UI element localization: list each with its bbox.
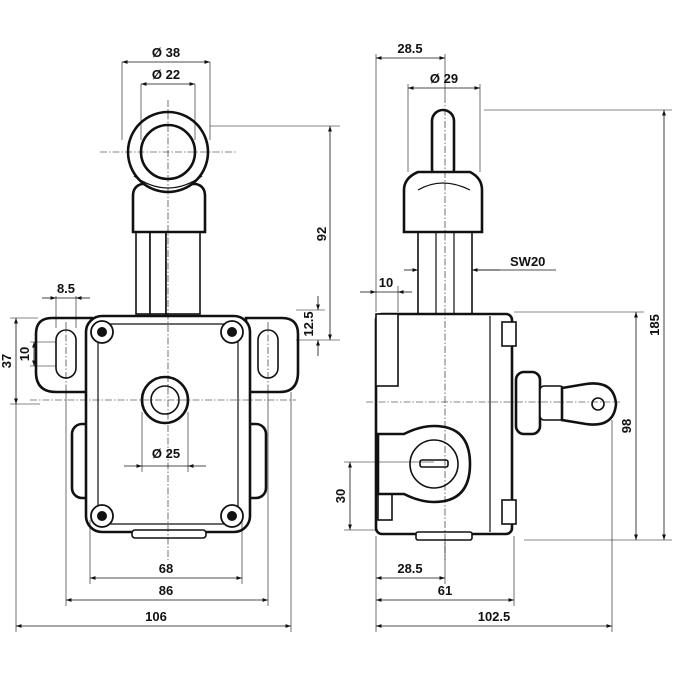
key-icon — [560, 382, 618, 426]
dim-axis-depth: 61 — [438, 583, 452, 598]
dim-flange: 10 — [379, 275, 393, 290]
dim-wrench-size: SW20 — [510, 254, 545, 269]
front-view: Ø 38 Ø 22 92 12.5 8.5 10 37 — [0, 45, 340, 632]
dim-hole-spacing: 68 — [159, 561, 173, 576]
ring-neck — [131, 182, 207, 234]
dim-slot-span: 37 — [0, 354, 14, 368]
knob-top — [430, 108, 456, 182]
screw-icon — [97, 511, 107, 521]
dim-total-height: 185 — [647, 314, 662, 336]
side-bottom-gland — [415, 531, 473, 541]
dim-ring-inner: Ø 22 — [152, 67, 180, 82]
dim-body-width: 86 — [159, 583, 173, 598]
dim-plunger-height: 92 — [314, 227, 329, 241]
bottom-gland — [131, 529, 207, 539]
dim-button-diameter: Ø 25 — [152, 446, 180, 461]
key-hole — [591, 397, 605, 411]
dim-slot-length: 10 — [17, 347, 32, 361]
dim-slot-width: 8.5 — [57, 281, 75, 296]
dim-total-depth: 102.5 — [478, 609, 511, 624]
dim-total-width: 106 — [145, 609, 167, 624]
screw-icon — [97, 327, 107, 337]
side-view: 28.5 Ø 29 SW20 10 185 98 30 28 — [333, 41, 672, 632]
dim-cutout-offset: 28.5 — [397, 561, 422, 576]
dim-ring-outer: Ø 38 — [152, 45, 180, 60]
screw-icon — [227, 511, 237, 521]
housing-lid — [97, 323, 239, 525]
knob-collar — [417, 182, 471, 191]
plunger-rod-left — [135, 229, 151, 315]
key-shaft — [539, 385, 565, 421]
dial-slot — [419, 459, 449, 468]
side-right-bottom — [501, 499, 517, 525]
dim-top-offset: 28.5 — [397, 41, 422, 56]
side-flange — [375, 313, 399, 387]
screw-icon — [227, 327, 237, 337]
side-right-top — [501, 321, 517, 347]
dim-offset: 12.5 — [301, 311, 316, 336]
key-cylinder — [514, 370, 542, 436]
knob-head — [402, 170, 484, 234]
dim-knob-diameter: Ø 29 — [430, 71, 458, 86]
dim-body-height: 98 — [619, 419, 634, 433]
dim-cutout-height: 30 — [333, 489, 348, 503]
plunger-rod-mid — [149, 229, 167, 315]
plunger-rod-right — [165, 229, 201, 315]
